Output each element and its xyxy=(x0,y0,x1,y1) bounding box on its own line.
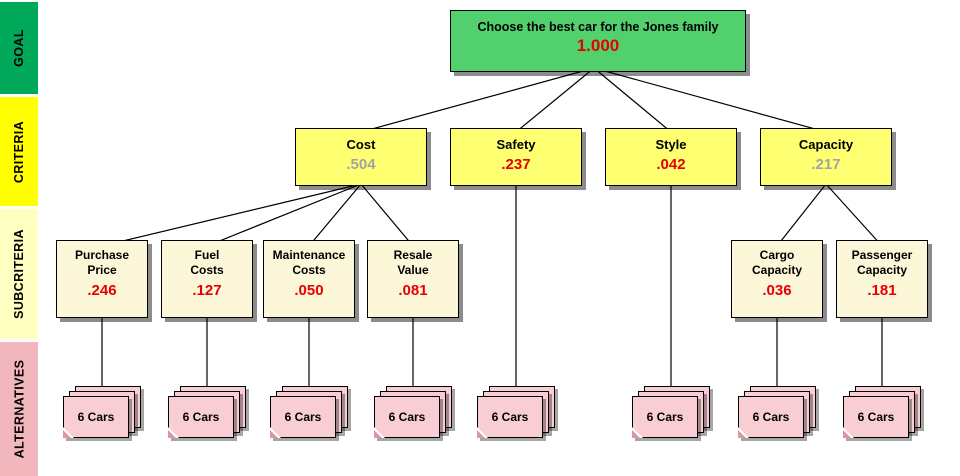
card-front: 6 Cars xyxy=(270,396,336,438)
card-front: 6 Cars xyxy=(738,396,804,438)
criteria-label: Capacity xyxy=(798,137,854,152)
alternatives-label: 6 Cars xyxy=(77,410,115,424)
alternatives-stack-passenger-capacity[interactable]: 6 Cars xyxy=(843,386,923,440)
criteria-node-safety[interactable]: Safety .237 xyxy=(450,128,582,186)
sidebar-label-goal: GOAL xyxy=(12,29,26,67)
goal-node[interactable]: Choose the best car for the Jones family… xyxy=(450,10,746,72)
subcriteria-node-fuel-costs[interactable]: Fuel Costs .127 xyxy=(161,240,253,318)
folded-corner-icon xyxy=(738,427,749,438)
subcriteria-value: .181 xyxy=(867,282,897,299)
criteria-value: .237 xyxy=(501,156,531,173)
goal-title: Choose the best car for the Jones family xyxy=(477,20,719,34)
card-front: 6 Cars xyxy=(63,396,129,438)
alternatives-label: 6 Cars xyxy=(857,410,895,424)
subcriteria-node-passenger-capacity[interactable]: Passenger Capacity .181 xyxy=(836,240,928,318)
subcriteria-value: .050 xyxy=(294,282,324,299)
alternatives-stack-fuel-costs[interactable]: 6 Cars xyxy=(168,386,248,440)
criteria-node-capacity[interactable]: Capacity .217 xyxy=(760,128,892,186)
alternatives-stack-safety[interactable]: 6 Cars xyxy=(477,386,557,440)
alternatives-stack-resale-value[interactable]: 6 Cars xyxy=(374,386,454,440)
card-front: 6 Cars xyxy=(374,396,440,438)
sidebar-label-criteria: CRITERIA xyxy=(12,120,27,183)
subcriteria-value: .036 xyxy=(762,282,792,299)
criteria-value: .042 xyxy=(656,156,686,173)
folded-corner-icon xyxy=(843,427,854,438)
criteria-value: .504 xyxy=(346,156,376,173)
subcriteria-value: .246 xyxy=(87,282,117,299)
subcriteria-value: .127 xyxy=(192,282,222,299)
folded-corner-icon xyxy=(477,427,488,438)
folded-corner-icon xyxy=(168,427,179,438)
alternatives-label: 6 Cars xyxy=(388,410,426,424)
criteria-label: Style xyxy=(655,137,687,152)
sidebar-section-alternatives: ALTERNATIVES xyxy=(0,342,38,476)
goal-value: 1.000 xyxy=(576,36,620,55)
subcriteria-value: .081 xyxy=(398,282,428,299)
subcriteria-label: Maintenance Costs xyxy=(272,248,346,277)
alternatives-label: 6 Cars xyxy=(182,410,220,424)
card-front: 6 Cars xyxy=(477,396,543,438)
alternatives-label: 6 Cars xyxy=(752,410,790,424)
sidebar-label-alternatives: ALTERNATIVES xyxy=(12,359,27,459)
subcriteria-label: Passenger Capacity xyxy=(851,248,913,277)
sidebar-section-goal: GOAL xyxy=(0,2,38,94)
subcriteria-node-purchase-price[interactable]: Purchase Price .246 xyxy=(56,240,148,318)
folded-corner-icon xyxy=(374,427,385,438)
alternatives-stack-cargo-capacity[interactable]: 6 Cars xyxy=(738,386,818,440)
subcriteria-node-cargo-capacity[interactable]: Cargo Capacity .036 xyxy=(731,240,823,318)
subcriteria-label: Fuel Costs xyxy=(190,248,224,277)
alternatives-label: 6 Cars xyxy=(284,410,322,424)
folded-corner-icon xyxy=(632,427,643,438)
card-front: 6 Cars xyxy=(632,396,698,438)
alternatives-stack-style[interactable]: 6 Cars xyxy=(632,386,712,440)
subcriteria-node-resale-value[interactable]: Resale Value .081 xyxy=(367,240,459,318)
criteria-node-cost[interactable]: Cost .504 xyxy=(295,128,427,186)
card-front: 6 Cars xyxy=(168,396,234,438)
sidebar-label-subcriteria: SUBCRITERIA xyxy=(12,229,27,319)
criteria-node-style[interactable]: Style .042 xyxy=(605,128,737,186)
folded-corner-icon xyxy=(63,427,74,438)
subcriteria-label: Purchase Price xyxy=(74,248,130,277)
criteria-label: Cost xyxy=(346,137,376,152)
alternatives-stack-purchase-price[interactable]: 6 Cars xyxy=(63,386,143,440)
subcriteria-node-maintenance-costs[interactable]: Maintenance Costs .050 xyxy=(263,240,355,318)
folded-corner-icon xyxy=(270,427,281,438)
subcriteria-label: Resale Value xyxy=(393,248,433,277)
alternatives-label: 6 Cars xyxy=(646,410,684,424)
card-front: 6 Cars xyxy=(843,396,909,438)
criteria-value: .217 xyxy=(811,156,841,173)
subcriteria-label: Cargo Capacity xyxy=(751,248,803,277)
sidebar-section-criteria: CRITERIA xyxy=(0,97,38,206)
alternatives-label: 6 Cars xyxy=(491,410,529,424)
alternatives-stack-maintenance-costs[interactable]: 6 Cars xyxy=(270,386,350,440)
sidebar-section-subcriteria: SUBCRITERIA xyxy=(0,209,38,339)
criteria-label: Safety xyxy=(496,137,536,152)
